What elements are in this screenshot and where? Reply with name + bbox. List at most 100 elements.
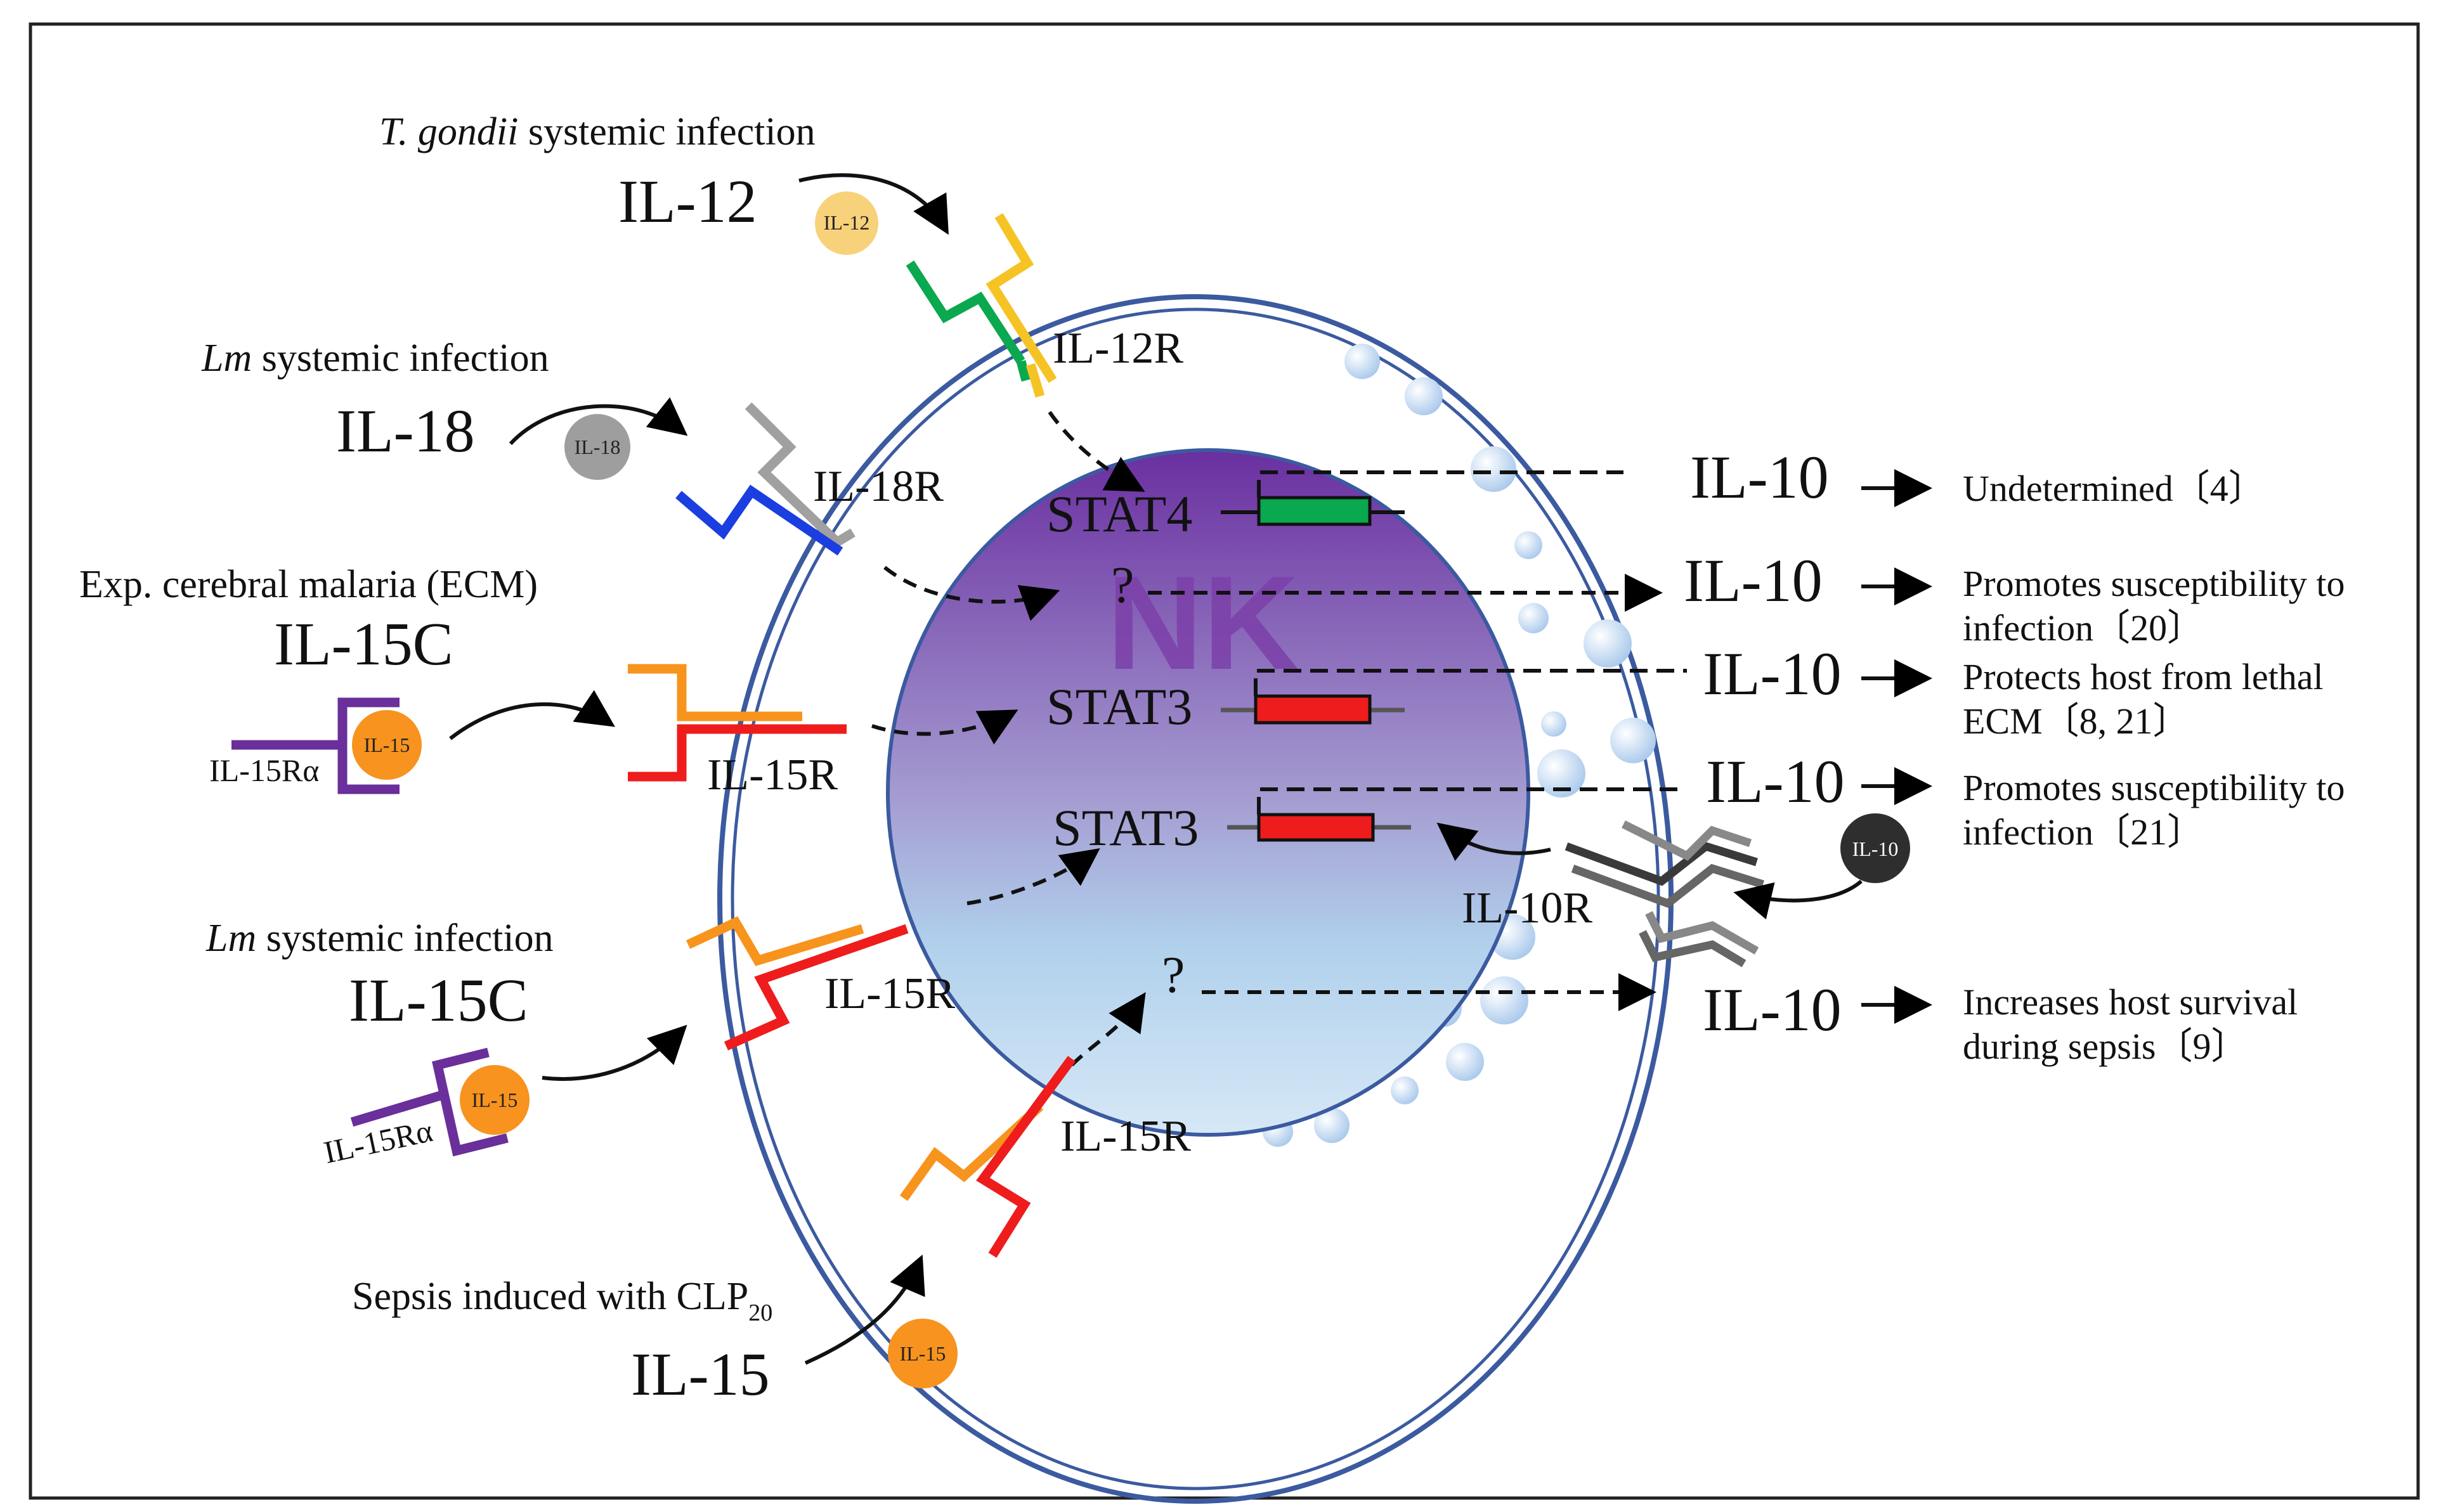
il15r-orange-chain [628,664,802,721]
input-sepsis: Sepsis induced with CLP20 IL-15 IL-15 [352,1254,958,1408]
il15c-ecm-cytokine-label: IL-15C [274,610,453,678]
outcome-line1: Undetermined〔4〕 [1963,468,2265,509]
outcome-line2: infection〔21〕 [1963,811,2204,853]
il12r-stem [1016,360,1031,382]
il15r-sepsis-label: IL-15R [1060,1112,1191,1161]
il15c-lm-arrow [542,1024,687,1081]
il15-sepsis-signal-path [1070,992,1146,1067]
vesicle [1584,619,1632,668]
il15r-sepsis [899,1056,1076,1258]
il18r-gray-chain [745,402,855,548]
tss-arrow [1257,470,1623,498]
il12r-yellow-chain [986,213,1057,384]
signaling-paths [871,411,1663,1067]
il12-ball-label: IL-12 [824,211,870,234]
vesicle [1471,446,1516,492]
il15-sepsis-cytokine-label: IL-15 [631,1340,770,1408]
il15r-red-chain [724,924,909,1050]
vesicle [1391,1076,1419,1104]
il18-signal-path [883,565,1060,621]
tss-arrow [1257,787,1684,815]
vesicle [1405,377,1443,415]
il12r-stem2 [1025,363,1045,398]
stat3-label: STAT3 [1053,799,1199,856]
lm1-caption: Lm systemic infection [201,337,549,380]
il12-cytokine-label: IL-12 [618,167,757,235]
il10-output-label: IL-10 [1703,976,1842,1044]
input-tgondii: T. gondii systemic infection IL-12 IL-12 [379,110,949,255]
vesicle [1446,1043,1484,1081]
il10r-to-stat3-arrow [1436,822,1551,862]
il10-output-label: IL-10 [1706,747,1845,815]
stat4-label: STAT4 [1046,485,1192,543]
lm2-caption: Lm systemic infection [205,917,554,960]
il15-ball [352,710,422,780]
il15r-ecm-label: IL-15R [707,751,838,799]
il15-ball [460,1065,530,1135]
il18-ball [564,414,630,480]
outcome-line2: ECM〔8, 21〕 [1963,701,2190,742]
il15r-orange-chain [899,1102,1044,1201]
output-row-1: IL-10 Undetermined〔4〕 [1690,443,2265,511]
vesicle [1610,718,1656,763]
il10-output-label: IL-10 [1684,546,1823,614]
il18-cytokine-label: IL-18 [336,397,475,465]
input-ecm: Exp. cerebral malaria (ECM) IL-15C IL-15… [79,563,615,794]
il15r-orange-chain [686,916,864,966]
il18r-blue-chain [675,484,843,556]
vesicle [1514,531,1542,559]
il15ralpha-ecm [231,697,400,794]
il15r-lm [686,916,909,1050]
il18-receptor [675,402,855,556]
outputs: IL-10 Undetermined〔4〕 IL-10 Promotes sus… [1684,443,2345,1067]
output-row-4: IL-10 Promotes susceptibility to infecti… [1706,747,2345,853]
gene-box-green [1257,496,1372,526]
tss-arrow [1254,669,1687,696]
il15-ball-label: IL-15 [364,733,410,756]
il18-arrow [509,397,688,446]
il15-lm-signal-path [966,848,1100,905]
il12-arrow [798,173,949,235]
il10-receptor [1565,820,1764,967]
gene-box-red [1257,813,1375,842]
output-row-3: IL-10 Protects host from lethal ECM〔8, 2… [1703,640,2324,742]
ecm-caption: Exp. cerebral malaria (ECM) [79,563,538,606]
output-row-2: IL-10 Promotes susceptibility to infecti… [1684,546,2345,649]
il15c-ecm-arrow [449,690,615,740]
stat3-gene-1: STAT3 [1046,669,1687,735]
il12-signal-path [1048,411,1145,492]
il10-output-label: IL-10 [1690,443,1829,511]
question-mark-2: ? [1162,946,1185,1004]
il10-ball [1840,813,1910,883]
outcome-line2: during sepsis〔9〕 [1963,1026,2248,1067]
il10r-chain [1622,820,1752,861]
outcome-line1: Promotes susceptibility to [1963,767,2345,808]
il15r-red-chain [976,1056,1076,1258]
stat3-gene-2: STAT3 [1053,787,1684,856]
il12-ball [815,191,878,255]
outcome-line1: Promotes susceptibility to [1963,563,2345,604]
il10r-label: IL-10R [1462,884,1592,933]
vesicle [1537,749,1585,798]
il15r-ecm [628,664,847,782]
il18-ball-label: IL-18 [575,436,621,458]
stat4-gene: STAT4 [1046,470,1623,543]
input-lm-il18: Lm systemic infection IL-18 IL-18 [201,337,688,480]
nucleus [886,448,1530,1137]
il15-ball [888,1319,958,1388]
il10-ball-arrow [1733,879,1863,920]
vesicle [1344,344,1380,379]
il10-output-label: IL-10 [1703,640,1842,708]
gene-box-red [1254,694,1372,725]
vesicle [1480,976,1528,1024]
il10-ball-label: IL-10 [1852,837,1899,860]
il10r-chain [1639,930,1747,967]
il15-ecm-signal-path [871,709,1018,745]
il15r-lm-label: IL-15R [824,969,955,1018]
il15ralpha-lm [350,1047,509,1157]
vesicle [1541,711,1566,737]
output-row-5: IL-10 Increases host survival during sep… [1703,976,2298,1067]
nk-label: NK [1107,548,1299,697]
il18r-label: IL-18R [813,462,944,511]
outcome-line1: Increases host survival [1963,981,2298,1023]
